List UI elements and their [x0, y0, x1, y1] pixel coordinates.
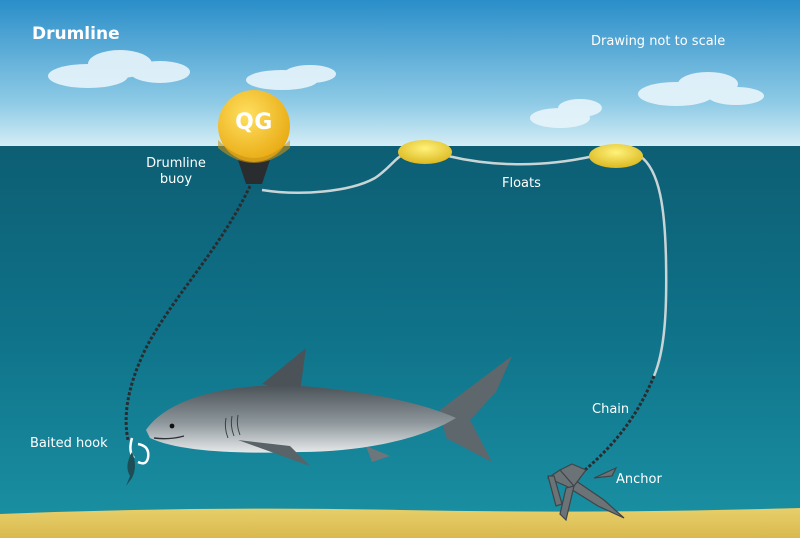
surface-line-1: [261, 152, 405, 194]
bait-fish-icon: [126, 452, 135, 486]
clouds: [48, 50, 764, 128]
buoy-label-line1: Drumline: [146, 156, 206, 171]
float-1: [398, 140, 452, 164]
diagram-title: Drumline: [32, 24, 120, 44]
float-2: [589, 144, 643, 168]
water: [0, 146, 800, 518]
surface-line-2: [447, 154, 595, 166]
buoy-marking: QG: [235, 110, 273, 135]
seabed: [0, 508, 800, 538]
scale-note: Drawing not to scale: [591, 34, 726, 49]
chain: [584, 375, 656, 472]
chain-label: Chain: [592, 402, 630, 417]
buoy-label: Drumline buoy: [145, 156, 207, 188]
drumline-buoy: [218, 90, 290, 184]
anchor-label: Anchor: [616, 472, 662, 487]
floats-label: Floats: [502, 176, 541, 191]
hook-icon-2: [137, 442, 150, 465]
anchor-line: [639, 154, 668, 377]
baited-hook-label: Baited hook: [30, 436, 108, 451]
hook-line: [124, 185, 252, 441]
anchor-icon: [546, 463, 625, 522]
buoy-label-line2: buoy: [159, 172, 193, 187]
shark-illustration: [146, 348, 512, 466]
